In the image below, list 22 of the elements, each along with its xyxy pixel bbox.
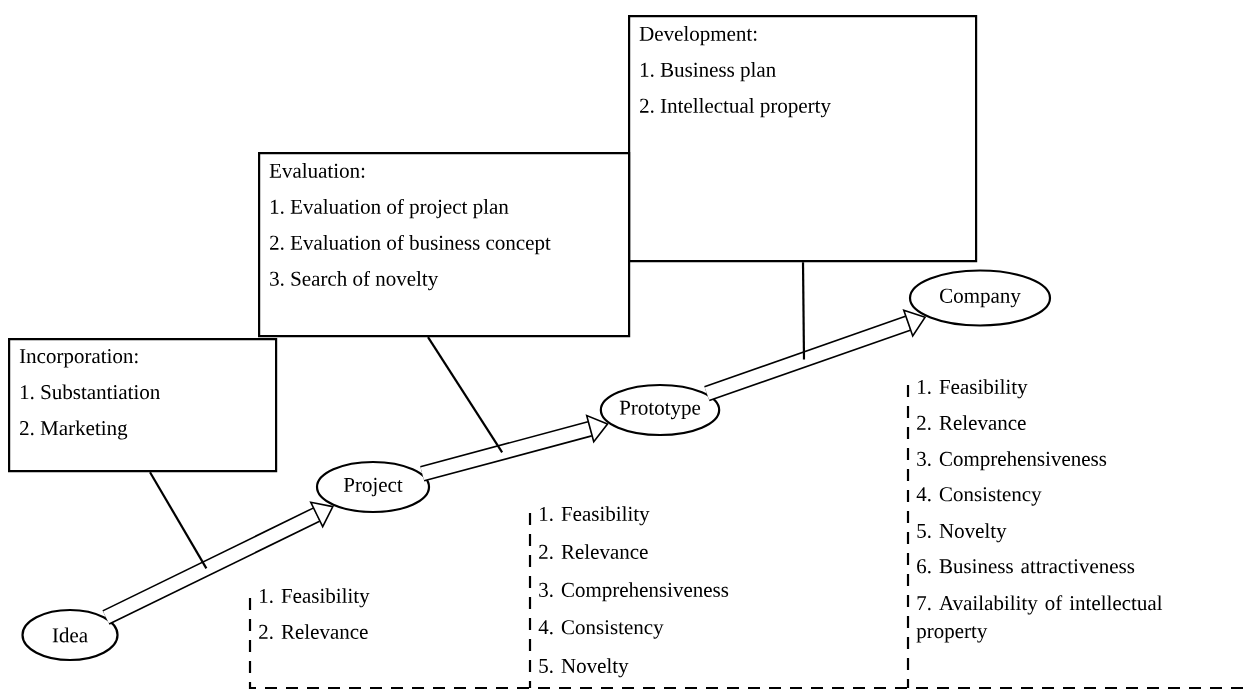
text-box: Evaluation: 1. Evaluation of project plan 2. Evaluation of business concept 3. Search of novelty — [258, 152, 631, 338]
criterion-item: 2. Relevance — [539, 544, 648, 560]
criterion-item: 5. Novelty — [539, 658, 629, 678]
text-box: Incorporation: 1. Substantiation 2. Marketing — [8, 338, 278, 473]
text-box: Development: 1. Business plan 2. Intellectual property — [628, 15, 978, 263]
criterion-item: 6. Business attractiveness — [917, 559, 1135, 574]
leader-line — [427, 336, 504, 453]
block-arrow — [420, 414, 609, 482]
criterion-item: 2. Relevance — [259, 624, 368, 640]
criterion-item: 3. Comprehensiveness — [917, 451, 1107, 471]
criterion-item: 1. Feasibility — [918, 379, 1028, 399]
leader-line — [149, 471, 208, 569]
criterion-item: 1. Feasibility — [260, 588, 370, 608]
criterion-item: 4. Consistency — [916, 487, 1042, 506]
block-arrow — [102, 501, 334, 625]
criterion-item: 1. Feasibility — [540, 506, 650, 526]
criterion-item: 7. Availability of intellectual property — [916, 595, 1163, 643]
criterion-item: 3. Comprehensiveness — [539, 582, 729, 602]
leader-line — [801, 262, 806, 360]
criterion-item: 5. Novelty — [917, 523, 1007, 543]
criterion-item: 4. Consistency — [538, 620, 664, 639]
criterion-item: 2. Relevance — [917, 415, 1026, 431]
